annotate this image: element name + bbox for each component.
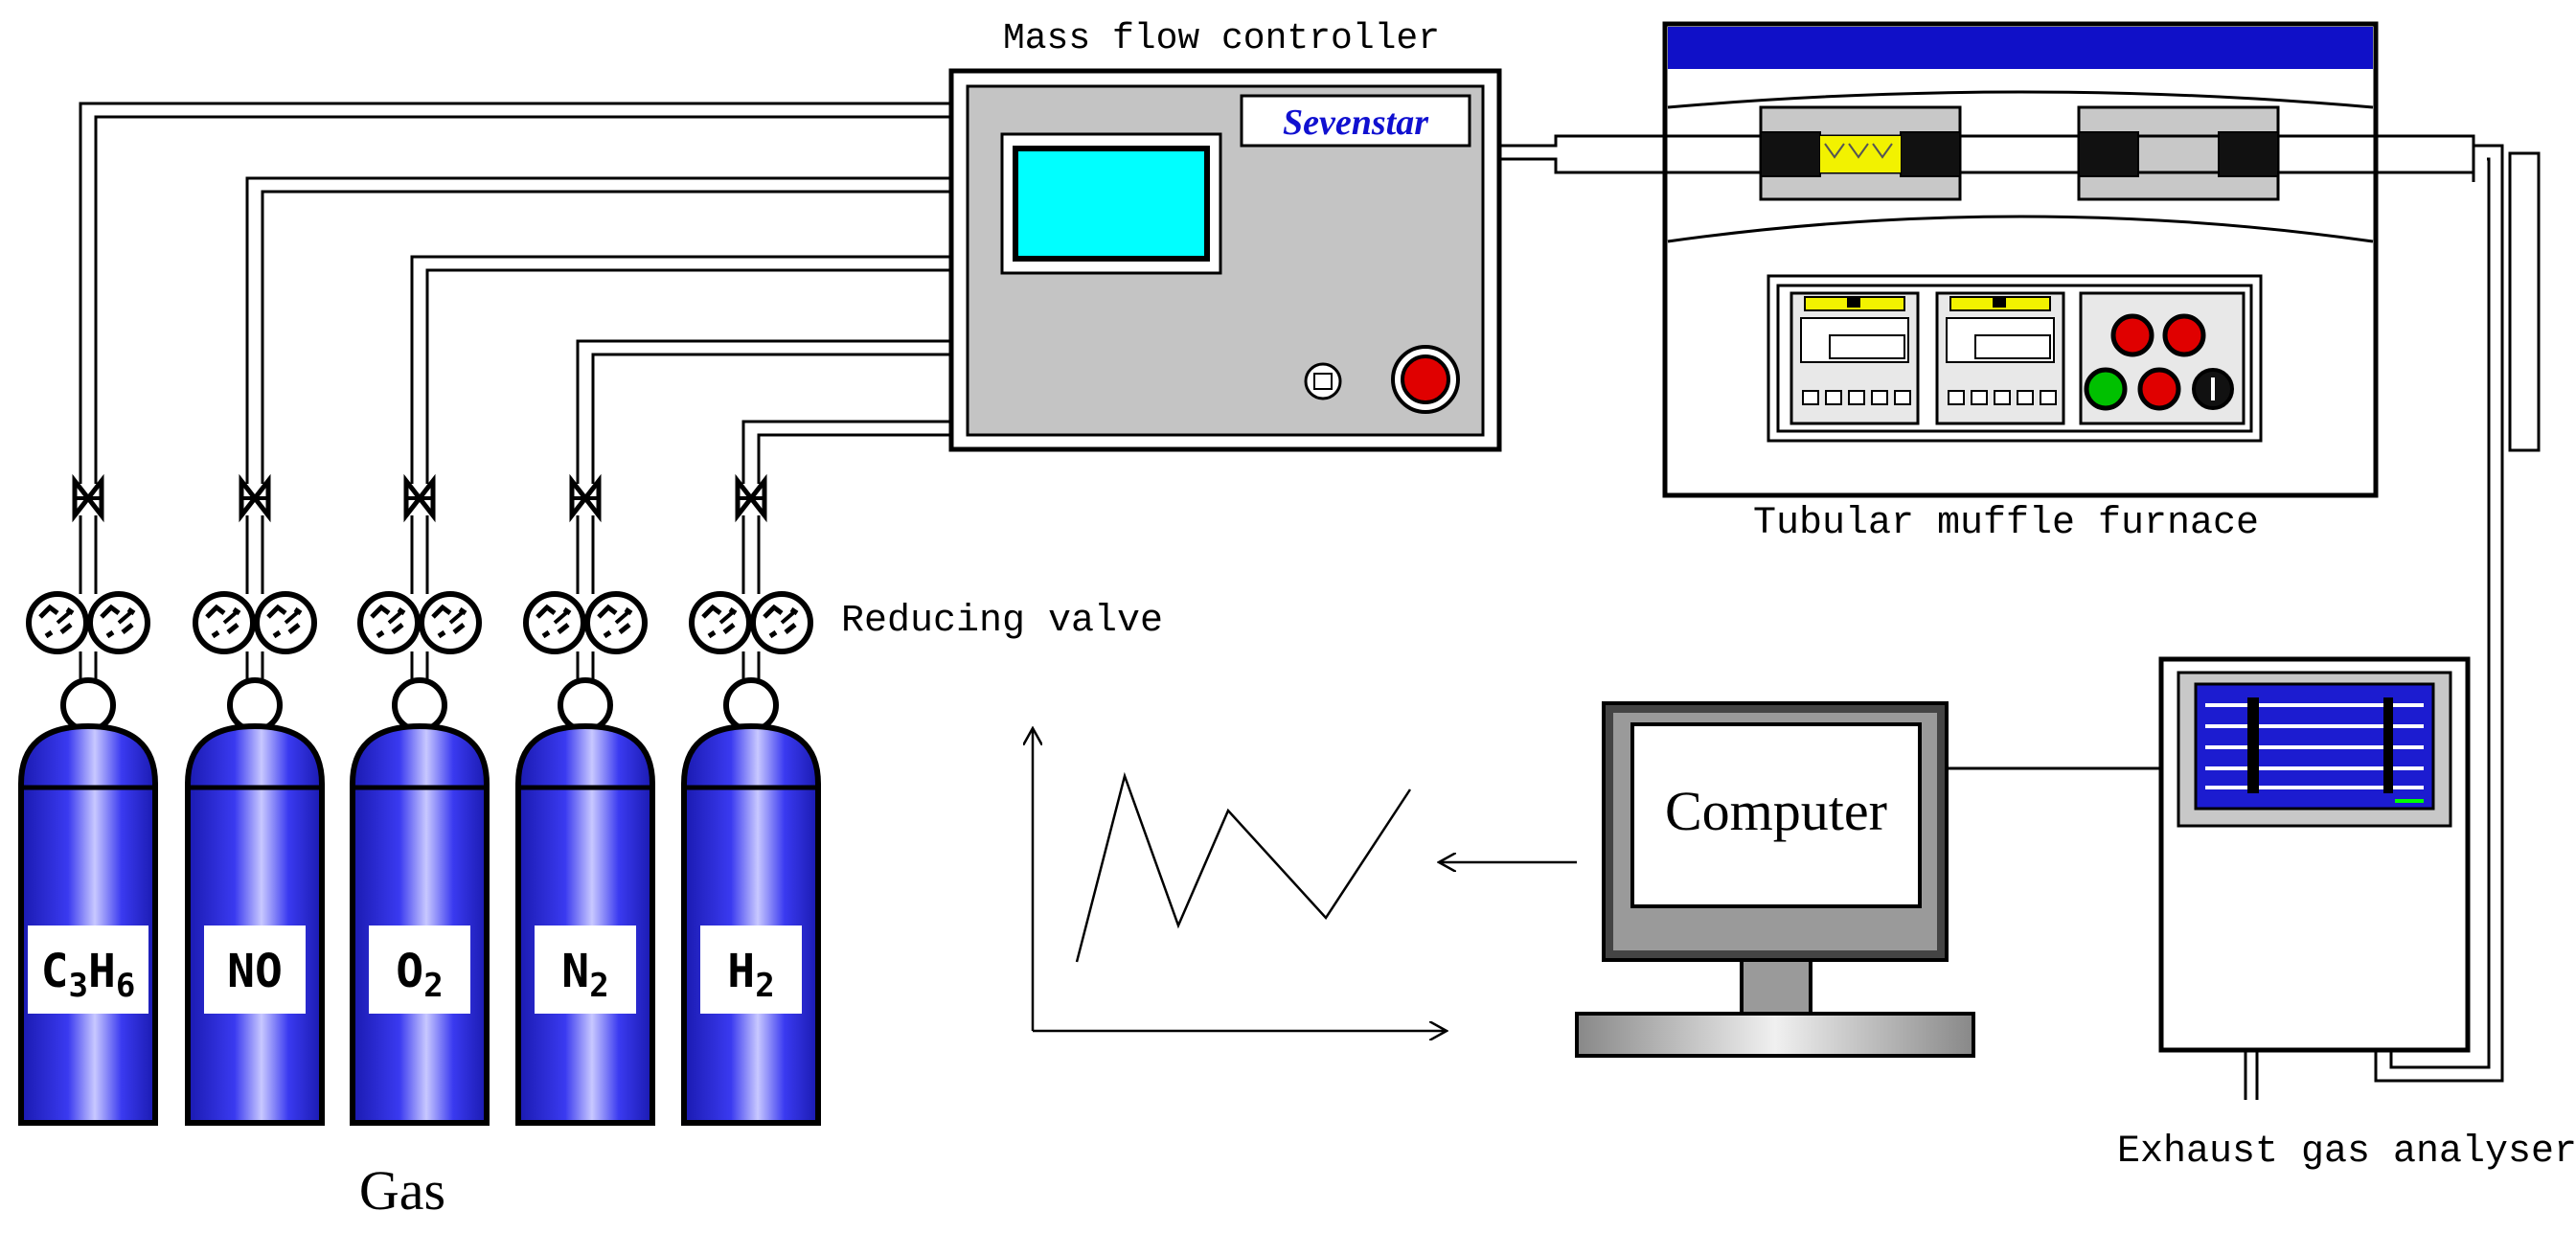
computer-base (1575, 1012, 1975, 1058)
shutoff-valve-icon[interactable] (735, 473, 767, 523)
furnace-red-button-3[interactable] (2137, 367, 2181, 411)
shutoff-valve-icon[interactable] (403, 473, 436, 523)
mfc-display-screen (1013, 146, 1210, 262)
furnace-green-button[interactable] (2084, 367, 2128, 411)
gas-cylinders: C3H6 NO O2 N2 H2 (18, 473, 821, 1126)
analyser-label: Exhaust gas analyser (2117, 1131, 2576, 1174)
mfc-small-button[interactable] (1304, 362, 1342, 400)
gas-formula-label: C3H6 (41, 945, 136, 1005)
gas-cylinder-4: N2 (515, 473, 655, 1126)
pressure-gauge-icon (87, 591, 150, 654)
mfc-furnace-pipe (1499, 134, 1665, 174)
gas-lines (79, 102, 951, 484)
pressure-gauge-icon (357, 591, 421, 654)
shutoff-valve-icon[interactable] (72, 473, 104, 523)
reducing-valve-label: Reducing valve (841, 600, 1163, 643)
gas-cylinder-3: O2 (350, 473, 490, 1126)
furnace-top-bar (1668, 27, 2373, 69)
shutoff-valve-icon[interactable] (569, 473, 602, 523)
pressure-gauge-icon (689, 591, 752, 654)
gas-formula-label: H2 (727, 945, 774, 1005)
gas-formula-label: NO (227, 945, 283, 998)
gas-formula-label: O2 (396, 945, 443, 1005)
computer-label: Computer (1665, 780, 1887, 842)
gas-cylinder-1: C3H6 (18, 473, 158, 1126)
computer-screen (1630, 722, 1922, 908)
furnace-label: Tubular muffle furnace (1753, 502, 2259, 545)
gas-label: Gas (359, 1159, 445, 1222)
gas-cylinder-2: NO (185, 473, 325, 1126)
pressure-gauge-icon (26, 591, 89, 654)
furnace-red-button-1[interactable] (2110, 313, 2154, 357)
pressure-gauge-icon (523, 591, 586, 654)
tubular-muffle-furnace: Tubular muffle furnace (1662, 21, 2475, 545)
result-plot (1033, 728, 1447, 1031)
pressure-gauge-icon (584, 591, 648, 654)
gas-cylinder-5: H2 (681, 473, 821, 1126)
furnace-red-button-2[interactable] (2162, 313, 2206, 357)
computer: Computer (1575, 701, 1975, 1058)
plot-curve (1075, 771, 1412, 963)
exhaust-pipe (2374, 144, 2541, 1083)
pressure-gauge-icon (254, 591, 317, 654)
gas-formula-label: N2 (561, 945, 608, 1005)
pressure-gauge-icon (419, 591, 482, 654)
mass-flow-controller: Mass flow controller Sevenstar (948, 18, 1502, 452)
mfc-label: Mass flow controller (1003, 18, 1440, 59)
brand-logo: Sevenstar (1283, 103, 1429, 143)
pressure-gauge-icon (193, 591, 256, 654)
exhaust-gas-analyser: Exhaust gas analyser (2117, 656, 2576, 1174)
shutoff-valve-icon[interactable] (239, 473, 271, 523)
pressure-gauge-icon (750, 591, 813, 654)
